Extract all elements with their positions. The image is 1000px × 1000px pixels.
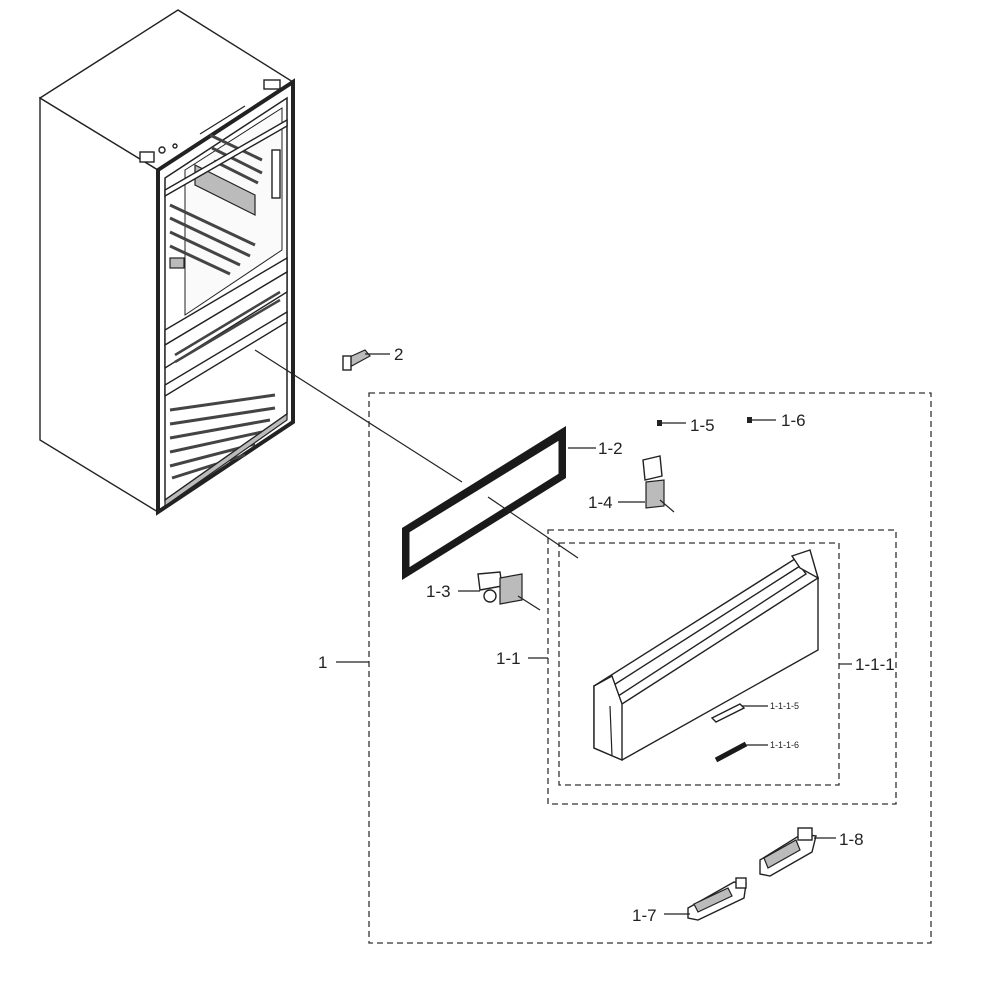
label-1-1-1: 1-1-1 [855, 655, 895, 674]
leader-gasket [487, 496, 579, 559]
label-1-1-1-6: 1-1-1-6 [770, 740, 799, 750]
part-1-7-hinge-cover [687, 877, 747, 921]
leader-cabinet [254, 349, 463, 483]
label-1-2: 1-2 [598, 439, 623, 458]
part-1-1-1-5-strip [710, 703, 768, 723]
label-1-5: 1-5 [690, 416, 715, 435]
label-1-7: 1-7 [632, 906, 657, 925]
part-1-1-1-6-spring [714, 741, 768, 763]
label-2: 2 [394, 345, 403, 364]
part-1-3-hinge [477, 571, 541, 611]
part-1-8-hinge-cover [759, 827, 817, 877]
assembly-1-1-box [547, 529, 897, 805]
part-2-bracket [342, 349, 390, 371]
part-1-4-hinge [642, 455, 675, 513]
label-1: 1 [318, 653, 327, 672]
label-1-1: 1-1 [496, 649, 521, 668]
label-1-1-1-5: 1-1-1-5 [770, 701, 799, 711]
assembly-1-box [368, 392, 932, 944]
part-1-1-1-door-bin [592, 549, 820, 762]
label-1-6: 1-6 [781, 411, 806, 430]
label-1-4: 1-4 [588, 493, 613, 512]
refrigerator-cabinet [38, 9, 295, 516]
label-1-3: 1-3 [426, 582, 451, 601]
part-1-5-screw [657, 420, 686, 426]
label-1-8: 1-8 [839, 830, 864, 849]
part-1-6-screw [747, 417, 776, 423]
part-1-2-gasket [402, 426, 566, 580]
